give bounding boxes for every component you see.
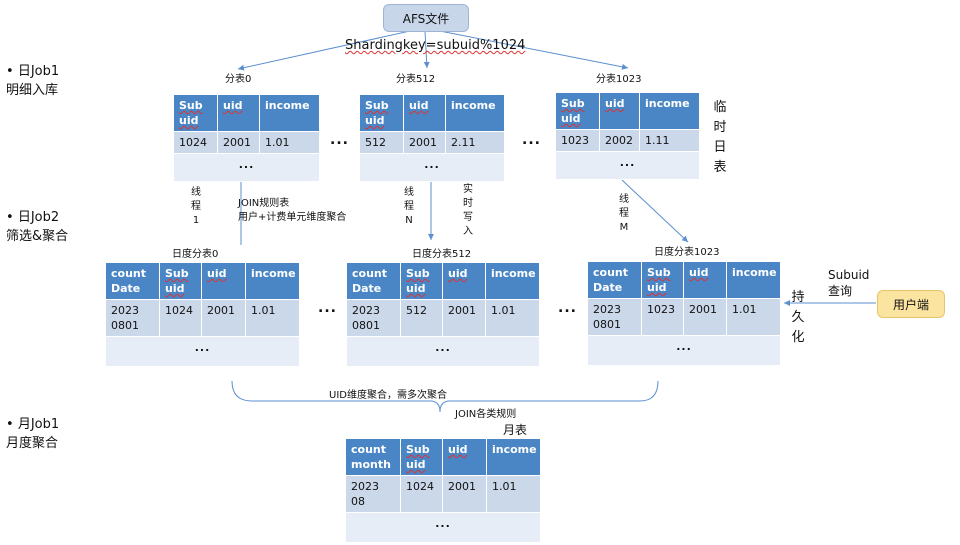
thread-n-label: 线程N [404, 187, 414, 226]
month-table-name: 月表 [503, 423, 528, 437]
header-cell: income [259, 94, 320, 132]
table1023-name: 分表1023 [596, 74, 642, 85]
cell: 2023 0801 [105, 299, 160, 337]
temp-day-table-label: 临时日表 [713, 100, 727, 175]
arrow-threadM [621, 179, 689, 243]
header-cell: count Date [346, 262, 401, 300]
cell: 1.11 [639, 129, 700, 152]
header-cell: Sub uid [400, 262, 443, 300]
cell: 1.01 [485, 299, 540, 337]
cell: 1.01 [486, 475, 541, 513]
between-dots: ... [330, 132, 349, 148]
header-cell: uid [442, 262, 486, 300]
cell: 2001 [403, 131, 446, 154]
cell: 2.11 [445, 131, 505, 154]
more-rows: ... [345, 512, 541, 543]
more-rows: ... [555, 151, 700, 180]
header-cell: Sub uid [359, 94, 404, 132]
cell: 2001 [683, 298, 727, 336]
cell: 1023 [555, 129, 600, 152]
cell: 2023 0801 [346, 299, 401, 337]
more-rows: ... [359, 153, 505, 182]
header-cell: income [245, 262, 300, 300]
header-cell: income [445, 94, 505, 132]
between-dots: ... [558, 300, 577, 316]
header-cell: count Date [105, 262, 160, 300]
more-rows: ... [346, 336, 540, 367]
cell: 2002 [599, 129, 640, 152]
arrow-to-table1023 [439, 30, 629, 70]
afs-file-box: AFS文件 [383, 4, 469, 32]
realtime-write-label: 实时写入 [463, 184, 473, 237]
header-cell: uid [201, 262, 246, 300]
day-table0-name: 日度分表0 [172, 249, 219, 260]
header-cell: count month [345, 438, 401, 476]
table512-name: 分表512 [396, 74, 436, 85]
subuid-query-label: Subuid 查询 [828, 268, 870, 298]
header-cell: income [726, 261, 781, 299]
header-cell: Sub uid [400, 438, 443, 476]
cell: 1.01 [726, 298, 781, 336]
cell: 2001 [217, 131, 260, 154]
cell: 2001 [442, 299, 486, 337]
join-rule-label: JOIN规则表 用户+计费单元维度聚合 [238, 198, 347, 223]
header-cell: uid [683, 261, 727, 299]
header-cell: income [485, 262, 540, 300]
cell: 1024 [159, 299, 202, 337]
user-client-box: 用户端 [877, 290, 945, 318]
sharding-key-label: Shardingkey=subuid%1024 [345, 38, 526, 53]
thread-m-label: 线程M [619, 194, 629, 233]
day-table512-name: 日度分表512 [412, 249, 472, 260]
header-cell: Sub uid [555, 92, 600, 130]
header-cell: uid [442, 438, 487, 476]
cell: 2001 [201, 299, 246, 337]
cell: 512 [400, 299, 443, 337]
cell: 1.01 [259, 131, 320, 154]
cell: 512 [359, 131, 404, 154]
stage-day-job1: • 日Job1 明细入库 [6, 64, 60, 98]
cell: 1.01 [245, 299, 300, 337]
header-cell: Sub uid [159, 262, 202, 300]
header-cell: uid [599, 92, 640, 130]
cell: 2001 [442, 475, 487, 513]
header-cell: income [486, 438, 541, 476]
header-cell: income [639, 92, 700, 130]
arrow-to-table0 [237, 30, 411, 71]
between-dots: ... [522, 132, 541, 148]
cell: 1023 [641, 298, 684, 336]
uid-aggregate-label: UID维度聚合，需多次聚合 [329, 390, 447, 401]
header-cell: uid [403, 94, 446, 132]
between-dots: ... [318, 300, 337, 316]
cell: 2023 08 [345, 475, 401, 513]
stage-month-job1: • 月Job1 月度聚合 [6, 417, 60, 451]
header-cell: count Date [587, 261, 642, 299]
more-rows: ... [587, 335, 781, 366]
uid-agg-brace [231, 380, 659, 413]
join-rules-label: JOIN各类规则 [455, 409, 517, 420]
cell: 2023 0801 [587, 298, 642, 336]
table0-name: 分表0 [225, 74, 252, 85]
cell: 1024 [400, 475, 443, 513]
thread-1-label: 线程1 [191, 187, 201, 226]
header-cell: Sub uid [641, 261, 684, 299]
more-rows: ... [105, 336, 300, 367]
arrow-to-table512 [423, 30, 430, 69]
persist-label: 持久化 [791, 290, 805, 345]
stage-day-job2: • 日Job2 筛选&聚合 [6, 210, 69, 244]
cell: 1024 [173, 131, 218, 154]
header-cell: uid [217, 94, 260, 132]
day-table1023-name: 日度分表1023 [654, 247, 720, 258]
header-cell: Sub uid [173, 94, 218, 132]
more-rows: ... [173, 153, 320, 182]
